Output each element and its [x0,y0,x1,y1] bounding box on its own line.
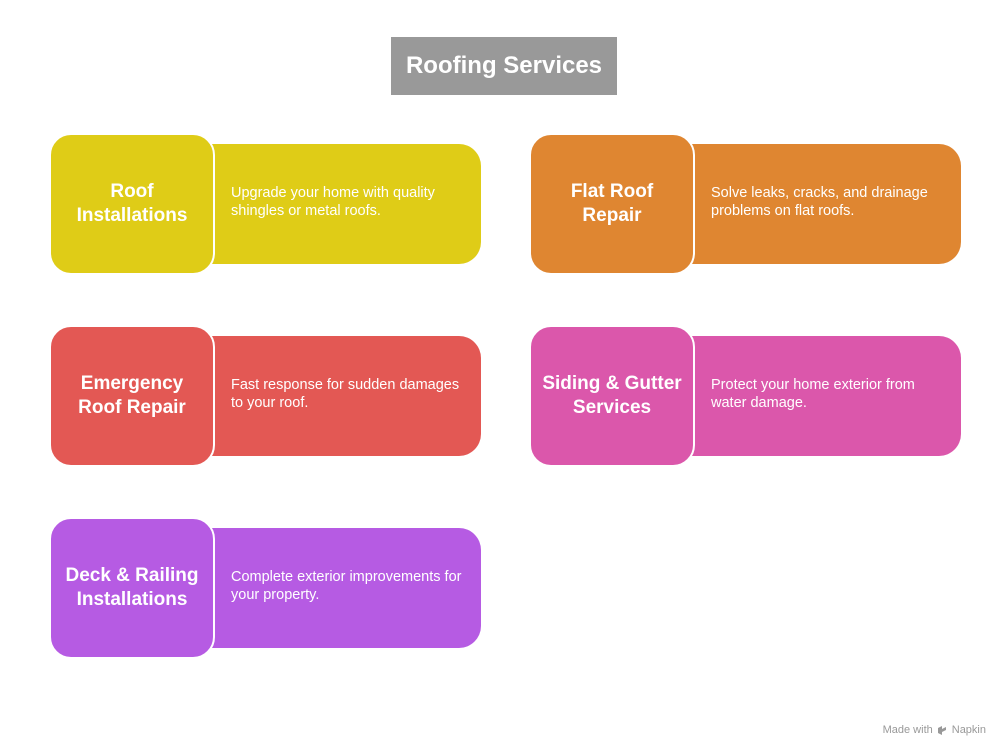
service-description-box: Complete exterior improvements for your … [205,528,481,648]
service-name: Roof Installations [76,181,188,226]
service-description: Complete exterior improvements for your … [231,569,462,603]
service-description-box: Fast response for sudden damages to your… [205,336,481,456]
service-description-box: Solve leaks, cracks, and drainage proble… [685,144,961,264]
service-card-emergency-roof-repair: Fast response for sudden damages to your… [49,325,481,467]
service-description: Upgrade your home with quality shingles … [231,185,435,219]
service-description: Fast response for sudden damages to your… [231,377,460,411]
service-name: Flat Roof Repair [570,181,654,226]
page-title-text: Roofing Services [405,52,603,79]
service-label-box: Siding & Gutter Services [529,325,695,467]
service-name: Siding & Gutter Services [542,373,682,418]
service-description-box: Upgrade your home with quality shingles … [205,144,481,264]
made-with-label: Made with [882,724,933,736]
service-card-flat-roof-repair: Solve leaks, cracks, and drainage proble… [529,133,961,275]
napkin-brand-label: Napkin [951,724,986,736]
service-description-box: Protect your home exterior from water da… [685,336,961,456]
service-card-deck-railing-installations: Complete exterior improvements for your … [49,517,481,659]
service-label-box: Roof Installations [49,133,215,275]
service-label-box: Deck & Railing Installations [49,517,215,659]
service-card-siding-gutter-services: Protect your home exterior from water da… [529,325,961,467]
service-name: Deck & Railing Installations [65,565,199,610]
service-name: Emergency Roof Repair [78,373,186,418]
service-label-box: Flat Roof Repair [529,133,695,275]
service-description: Solve leaks, cracks, and drainage proble… [711,185,928,219]
service-label-box: Emergency Roof Repair [49,325,215,467]
page-title: Roofing Services [391,37,617,95]
made-with-napkin-footer: Made with Napkin [883,724,986,736]
service-description: Protect your home exterior from water da… [711,377,915,411]
napkin-logo-icon [937,725,948,736]
service-card-roof-installations: Upgrade your home with quality shingles … [49,133,481,275]
